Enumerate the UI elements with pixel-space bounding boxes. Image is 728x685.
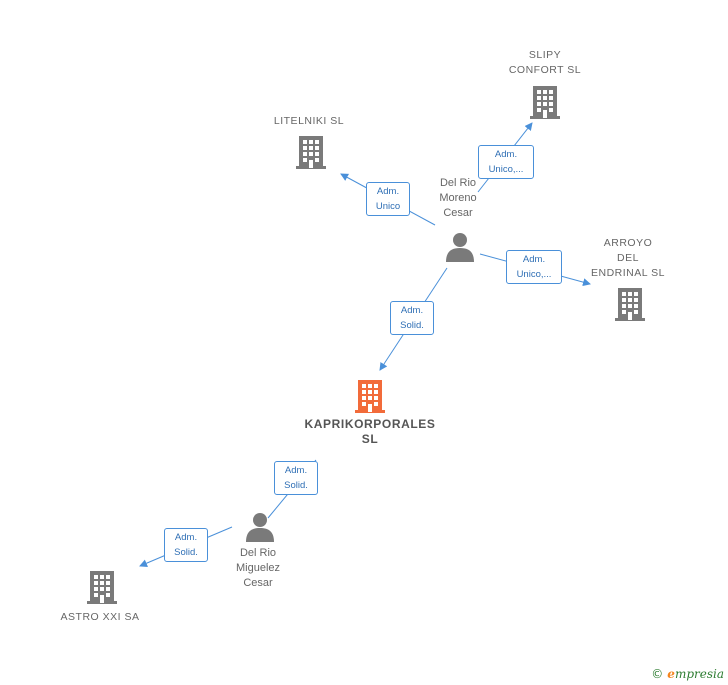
label-astro: ASTRO XXI SA xyxy=(60,611,140,623)
person-icon xyxy=(246,513,274,542)
brand-name: mpresia xyxy=(674,667,724,681)
label-litelniki: LITELNIKI SL xyxy=(273,115,345,127)
label-slipy: SLIPY CONFORT SL xyxy=(508,49,582,76)
node-slipy[interactable] xyxy=(528,84,562,120)
copyright-symbol: © xyxy=(651,667,664,681)
label-delrio-moreno: Del Rio Moreno Cesar xyxy=(439,177,477,219)
building-icon xyxy=(615,288,645,321)
relation-box-astro[interactable]: Adm. Solid. xyxy=(164,528,208,562)
node-litelniki[interactable] xyxy=(294,134,328,170)
node-delrio-miguelez[interactable] xyxy=(244,511,276,543)
relation-box-litelniki[interactable]: Adm. Unico xyxy=(366,182,410,216)
label-delrio-miguelez: Del Rio Miguelez Cesar xyxy=(235,547,281,589)
empresia-logo: ©empresia xyxy=(651,667,724,681)
node-astro[interactable] xyxy=(85,569,119,605)
brand-initial: e xyxy=(667,667,675,681)
node-arroyo[interactable] xyxy=(613,286,647,322)
relation-box-slipy[interactable]: Adm. Unico,... xyxy=(478,145,534,179)
building-icon xyxy=(355,380,385,413)
relation-box-arroyo[interactable]: Adm. Unico,... xyxy=(506,250,562,284)
building-icon xyxy=(530,86,560,119)
label-kaprikorporales: KAPRIKORPORALES SL xyxy=(304,417,436,446)
node-kaprikorporales[interactable] xyxy=(353,378,387,414)
relation-box-kapri-miguelez[interactable]: Adm. Solid. xyxy=(274,461,318,495)
node-delrio-moreno[interactable] xyxy=(444,231,476,263)
building-icon xyxy=(87,571,117,604)
building-icon xyxy=(296,136,326,169)
relation-box-kapri[interactable]: Adm. Solid. xyxy=(390,301,434,335)
person-icon xyxy=(446,233,474,262)
label-arroyo: ARROYO DEL ENDRINAL SL xyxy=(591,237,665,279)
